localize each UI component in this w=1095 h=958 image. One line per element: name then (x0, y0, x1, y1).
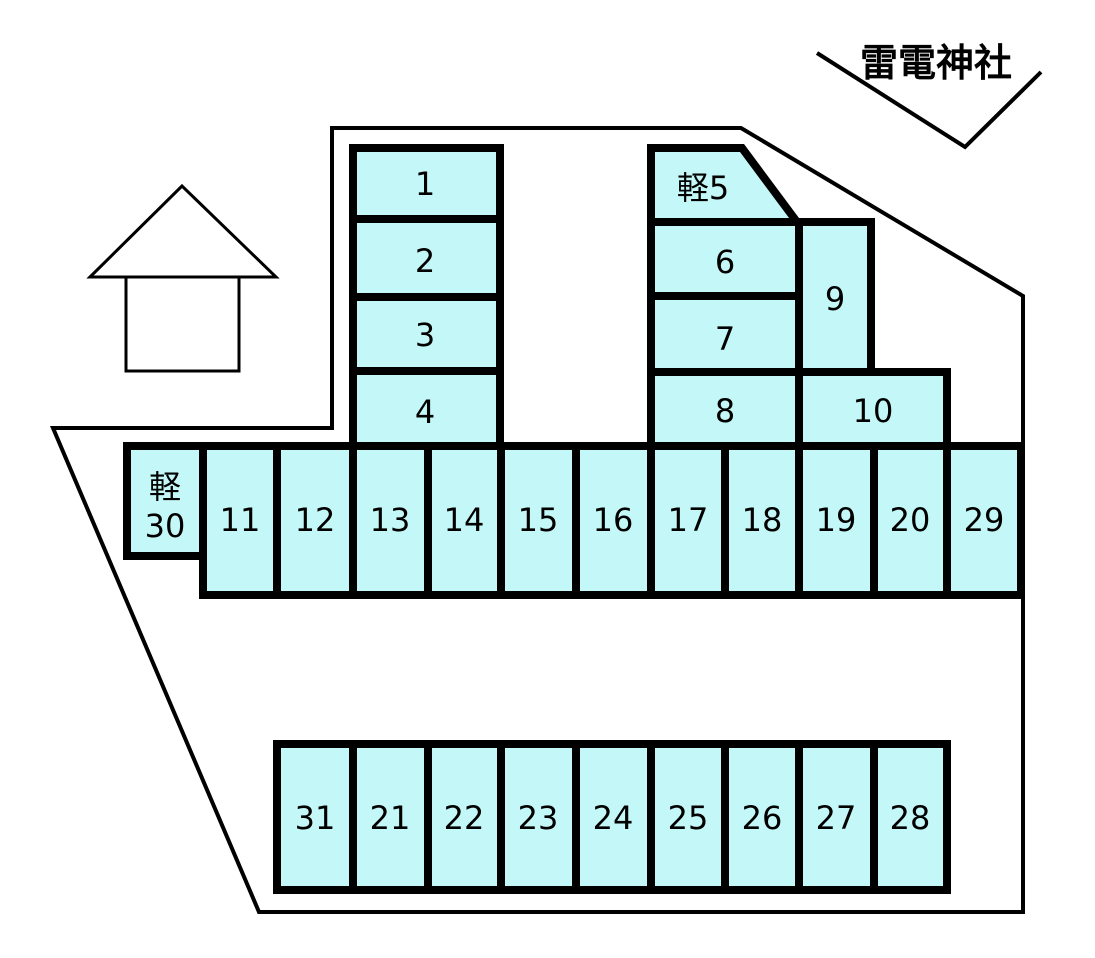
stall-label: 15 (518, 501, 559, 539)
stall-label: 20 (890, 501, 931, 539)
parking-stall[interactable] (943, 442, 1025, 599)
parking-stall[interactable] (572, 442, 655, 599)
stall-label: 27 (816, 799, 857, 837)
stall-label: 26 (742, 799, 783, 837)
parking-stalls (123, 144, 1025, 894)
parking-stall[interactable] (497, 442, 580, 599)
stall-label: 10 (853, 392, 894, 430)
house-icon (86, 183, 280, 373)
stall-label: 18 (742, 501, 783, 539)
stall-label: 17 (668, 501, 709, 539)
stall-label: 軽5 (677, 169, 729, 207)
stall-label: 19 (816, 501, 857, 539)
stall-label: 24 (593, 799, 634, 837)
parking-stall[interactable] (721, 442, 803, 599)
parking-stall[interactable] (870, 740, 951, 894)
stall-label: 7 (715, 320, 735, 358)
stall-label: 23 (518, 799, 559, 837)
parking-stall[interactable] (572, 740, 655, 894)
parking-stall[interactable] (273, 740, 357, 894)
stall-label: 8 (715, 392, 735, 430)
stall-label: 1 (415, 165, 435, 203)
stall-label: 25 (668, 799, 709, 837)
stall-label: 4 (415, 393, 435, 431)
stall-label: 軽 (149, 468, 181, 506)
stall-label: 2 (415, 242, 435, 280)
stall-label: 29 (964, 501, 1005, 539)
stall-label: 31 (295, 799, 336, 837)
stall-label: 6 (715, 243, 735, 281)
parking-stall[interactable] (349, 367, 504, 450)
stall-label: 9 (825, 280, 845, 318)
parking-stall[interactable] (795, 368, 951, 450)
stall-label: 11 (220, 501, 261, 539)
stall-label: 22 (444, 799, 485, 837)
stall-label: 21 (370, 799, 411, 837)
parking-stall[interactable] (870, 442, 951, 599)
stall-label: 13 (370, 501, 411, 539)
parking-stall[interactable] (349, 293, 504, 375)
parking-stall[interactable] (647, 368, 803, 450)
stall-labels: 1 2 3 4 軽5 6 7 8 9 10 軽 30 11 12 13 14 1… (145, 165, 1005, 837)
shrine-label: 雷電神社 (860, 41, 1012, 85)
road-arrow-icon (815, 51, 1043, 150)
parking-stall[interactable] (647, 740, 729, 894)
parking-stall[interactable] (795, 442, 878, 599)
stall-label: 3 (415, 316, 435, 354)
stall-label: 12 (295, 501, 336, 539)
stall-label: 14 (444, 501, 485, 539)
lot-boundary (49, 126, 1025, 914)
stall-label: 28 (890, 799, 931, 837)
stall-label: 16 (593, 501, 634, 539)
stall-label: 30 (145, 507, 186, 545)
parking-stall[interactable] (349, 215, 504, 301)
